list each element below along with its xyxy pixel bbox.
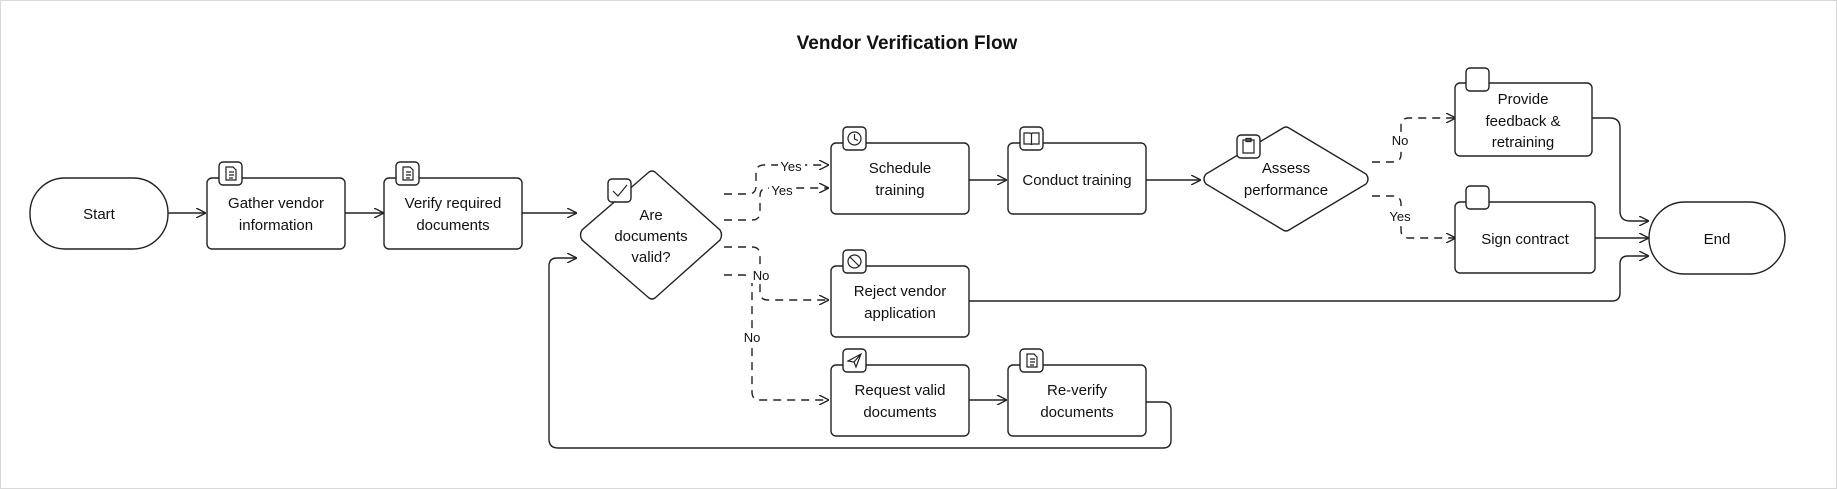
node-reverify-documents[interactable]: Re-verify documents (1007, 348, 1147, 437)
edge-valid-schedule-yes-1 (724, 165, 828, 195)
node-reject-vendor-application[interactable]: Reject vendor application (830, 249, 970, 338)
node-sign-label: Sign contract (1481, 231, 1569, 248)
document-icon (218, 161, 243, 186)
node-gather-label-line1: Gather vendor (228, 195, 324, 212)
node-verify-label-line2: documents (416, 217, 489, 234)
node-gather-vendor-information[interactable]: Gather vendor information (206, 161, 346, 250)
node-verify-label-line1: Verify required (405, 195, 502, 212)
edge-valid-reject-no (724, 246, 828, 300)
prohibited-icon (842, 249, 867, 274)
node-schedule-label-line2: training (875, 182, 924, 199)
edge-feedback-end (1592, 117, 1648, 221)
book-icon (1019, 126, 1044, 151)
node-gather-label-line2: information (239, 217, 313, 234)
checkmark-icon (607, 178, 632, 203)
node-reject-label-line2: application (864, 305, 936, 322)
node-reject-label-line1: Reject vendor (854, 283, 947, 300)
edge-label-assess-yes: Yes (1389, 209, 1411, 224)
edge-label-no-1: No (753, 268, 770, 283)
edge-label-yes-2: Yes (771, 183, 793, 198)
node-schedule-label-line1: Schedule (869, 160, 932, 177)
edge-valid-request-no (724, 274, 828, 400)
node-feedback-label-line1: Provide (1498, 91, 1549, 108)
node-valid-label-line3: valid? (631, 249, 670, 266)
edge-label-no-2: No (744, 330, 761, 345)
edge-assess-feedback-no (1372, 118, 1455, 163)
node-reverify-label-line2: documents (1040, 404, 1113, 421)
node-assess-performance[interactable]: Assess performance (1203, 126, 1369, 232)
node-start-label: Start (83, 206, 116, 223)
node-schedule-training[interactable]: Schedule training (830, 126, 970, 215)
node-are-documents-valid[interactable]: Are documents valid? (579, 170, 723, 300)
node-assess-label-line2: performance (1244, 182, 1328, 199)
node-end[interactable]: End (1648, 201, 1786, 275)
node-conduct-training[interactable]: Conduct training (1007, 126, 1147, 215)
edge-label-assess-no: No (1392, 133, 1409, 148)
edge-valid-schedule-yes-2 (724, 188, 828, 221)
node-valid-label-line1: Are (639, 207, 662, 224)
diagram-title: Vendor Verification Flow (797, 33, 1018, 54)
node-feedback-label-line3: retraining (1492, 134, 1555, 151)
node-verify-required-documents[interactable]: Verify required documents (383, 161, 523, 250)
edge-reject-end (969, 256, 1648, 302)
node-request-label-line1: Request valid (855, 382, 946, 399)
edge-reverify-valid-loop (548, 258, 1172, 449)
clock-icon (842, 126, 867, 151)
blank-icon (1465, 185, 1490, 210)
node-request-label-line2: documents (863, 404, 936, 421)
node-conduct-label: Conduct training (1022, 172, 1131, 189)
node-assess-label-line1: Assess (1262, 160, 1310, 177)
node-provide-feedback-retraining[interactable]: Provide feedback & retraining (1454, 67, 1593, 157)
node-end-label: End (1704, 231, 1731, 248)
node-start[interactable]: Start (29, 177, 169, 250)
document-icon (1019, 348, 1044, 373)
node-feedback-label-line2: feedback & (1485, 113, 1560, 130)
edge-label-yes-1: Yes (780, 159, 802, 174)
edge-labels: Yes Yes No No No Yes (740, 133, 1414, 345)
blank-icon (1465, 67, 1490, 92)
clipboard-icon (1236, 134, 1261, 159)
node-request-valid-documents[interactable]: Request valid documents (830, 348, 970, 437)
node-valid-label-line2: documents (614, 228, 687, 245)
node-sign-contract[interactable]: Sign contract (1454, 185, 1596, 274)
paper-plane-icon (842, 348, 867, 373)
document-icon (395, 161, 420, 186)
node-reverify-label-line1: Re-verify (1047, 382, 1108, 399)
